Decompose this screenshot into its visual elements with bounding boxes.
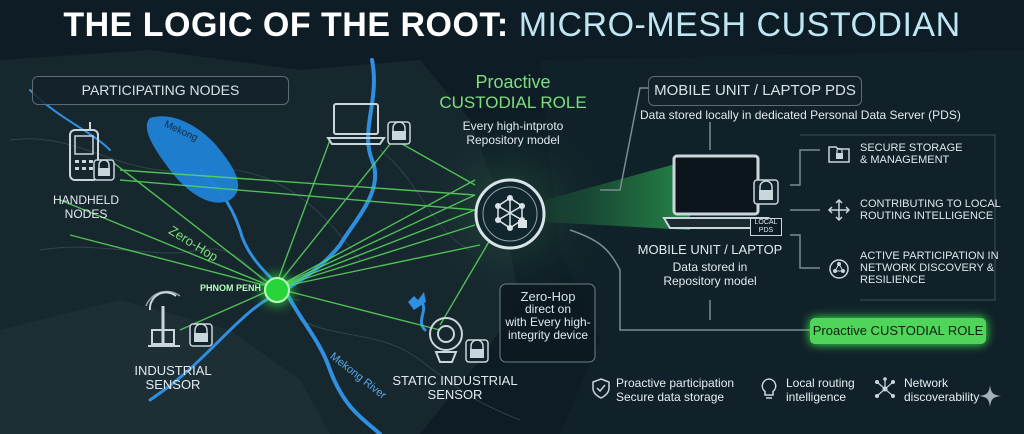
right-item-2-line2: ROUTING INTELLIGENCE bbox=[860, 210, 994, 222]
zero-hop-box-line2: with Every high- bbox=[505, 315, 591, 329]
handheld-label: HANDHELD NODES bbox=[46, 193, 126, 221]
arrows-icon bbox=[827, 198, 851, 222]
zero-hop-box-title: Zero-Hop bbox=[520, 289, 576, 304]
lightbulb-icon bbox=[761, 378, 777, 399]
laptop-desc-line1: Data stored in bbox=[672, 260, 748, 274]
right-item-2-line1: CONTRIBUTING TO LOCAL bbox=[860, 198, 1001, 210]
custodian-hub-icon bbox=[474, 178, 546, 250]
mobile-unit-pds-desc: Data stored locally in dedicated Persona… bbox=[640, 108, 961, 122]
static-sensor-label-line2: SENSOR bbox=[427, 387, 483, 402]
right-item-3: ACTIVE PARTICIPATION IN NETWORK DISCOVER… bbox=[860, 250, 1010, 286]
lock-folder-icon bbox=[828, 146, 850, 163]
right-item-3-line3: RESILIENCE bbox=[860, 274, 926, 286]
zero-hop-box-line3: integrity device bbox=[507, 328, 589, 342]
phnom-penh-label: PHNOM PENH bbox=[200, 283, 262, 293]
right-item-1-line1: SECURE STORAGE bbox=[860, 142, 963, 154]
legend-item-1-line2: Secure data storage bbox=[616, 390, 725, 404]
local-pds-badge-line1: LOCAL bbox=[754, 219, 778, 226]
right-item-2: CONTRIBUTING TO LOCAL ROUTING INTELLIGEN… bbox=[860, 198, 1010, 222]
local-pds-badge-line2: PDS bbox=[758, 227, 774, 234]
legend-item-2-line2: intelligence bbox=[786, 390, 847, 404]
local-pds-badge: LOCAL PDS bbox=[750, 218, 782, 236]
legend-item-1-line1: Proactive participation bbox=[616, 376, 735, 390]
legend-item-1: Proactive participation Secure data stor… bbox=[616, 376, 734, 404]
zero-hop-box: Zero-Hop direct on with Every high- inte… bbox=[502, 290, 594, 342]
center-custodial-role: CUSTODIAL ROLE bbox=[439, 93, 587, 112]
small-lake-shape bbox=[408, 292, 426, 310]
legend-item-3: Network discoverability bbox=[904, 376, 979, 404]
participating-nodes-label: PARTICIPATING NODES bbox=[32, 76, 289, 105]
legend-item-2: Local routing intelligence bbox=[786, 376, 855, 404]
network-search-icon bbox=[829, 259, 849, 279]
legend-item-3-line1: Network bbox=[904, 376, 949, 390]
static-sensor-label: STATIC INDUSTRIAL SENSOR bbox=[390, 374, 520, 402]
custodial-role-badge: Proactive CUSTODIAL ROLE bbox=[810, 318, 986, 344]
network-icon bbox=[875, 377, 895, 398]
shield-hand-icon bbox=[592, 378, 610, 399]
laptop-desc-line2: Repository model bbox=[663, 274, 757, 288]
laptop-block: MOBILE UNIT / LAPTOP Data stored in Repo… bbox=[630, 242, 790, 289]
industrial-sensor-label: INDUSTRIAL SENSOR bbox=[134, 363, 212, 392]
industrial-sensor-icon bbox=[145, 290, 213, 347]
sparkle-icon bbox=[979, 385, 1001, 407]
legend-item-3-line2: discoverability bbox=[904, 390, 980, 404]
phnom-penh-node bbox=[264, 277, 290, 303]
zero-hop-box-line1: direct on bbox=[524, 302, 572, 316]
mobile-unit-pds-label: MOBILE UNIT / LAPTOP PDS bbox=[648, 76, 862, 106]
title-part-1: THE LOGIC OF THE ROOT: bbox=[63, 6, 509, 44]
laptop-label: MOBILE UNIT / LAPTOP bbox=[637, 242, 783, 257]
legend-item-2-line1: Local routing bbox=[786, 376, 855, 390]
center-role-block: Proactive CUSTODIAL ROLE Every high-intp… bbox=[428, 72, 598, 147]
handheld-phone-icon bbox=[69, 122, 115, 181]
right-item-1-line2: & MANAGEMENT bbox=[860, 154, 950, 166]
laptop-node-icon bbox=[326, 103, 411, 145]
right-item-3-line2: NETWORK DISCOVERY & bbox=[860, 262, 995, 274]
handheld-label-line2: NODES bbox=[64, 207, 108, 221]
camera-sensor-icon bbox=[429, 317, 489, 363]
center-proactive: Proactive bbox=[475, 72, 551, 92]
page-title: THE LOGIC OF THE ROOT: MICRO-MESH CUSTOD… bbox=[0, 6, 1024, 45]
right-item-1: SECURE STORAGE & MANAGEMENT bbox=[860, 142, 1000, 166]
static-sensor-label-line1: STATIC INDUSTRIAL bbox=[392, 373, 518, 388]
handheld-label-line1: HANDHELD bbox=[52, 193, 119, 207]
center-desc-line1: Every high-intproto bbox=[462, 119, 564, 133]
title-part-2: MICRO-MESH CUSTODIAN bbox=[518, 6, 961, 44]
laptop-pds-icon bbox=[662, 154, 779, 229]
right-item-3-line1: ACTIVE PARTICIPATION IN bbox=[860, 250, 999, 262]
center-desc-line2: Repository model bbox=[466, 133, 560, 147]
